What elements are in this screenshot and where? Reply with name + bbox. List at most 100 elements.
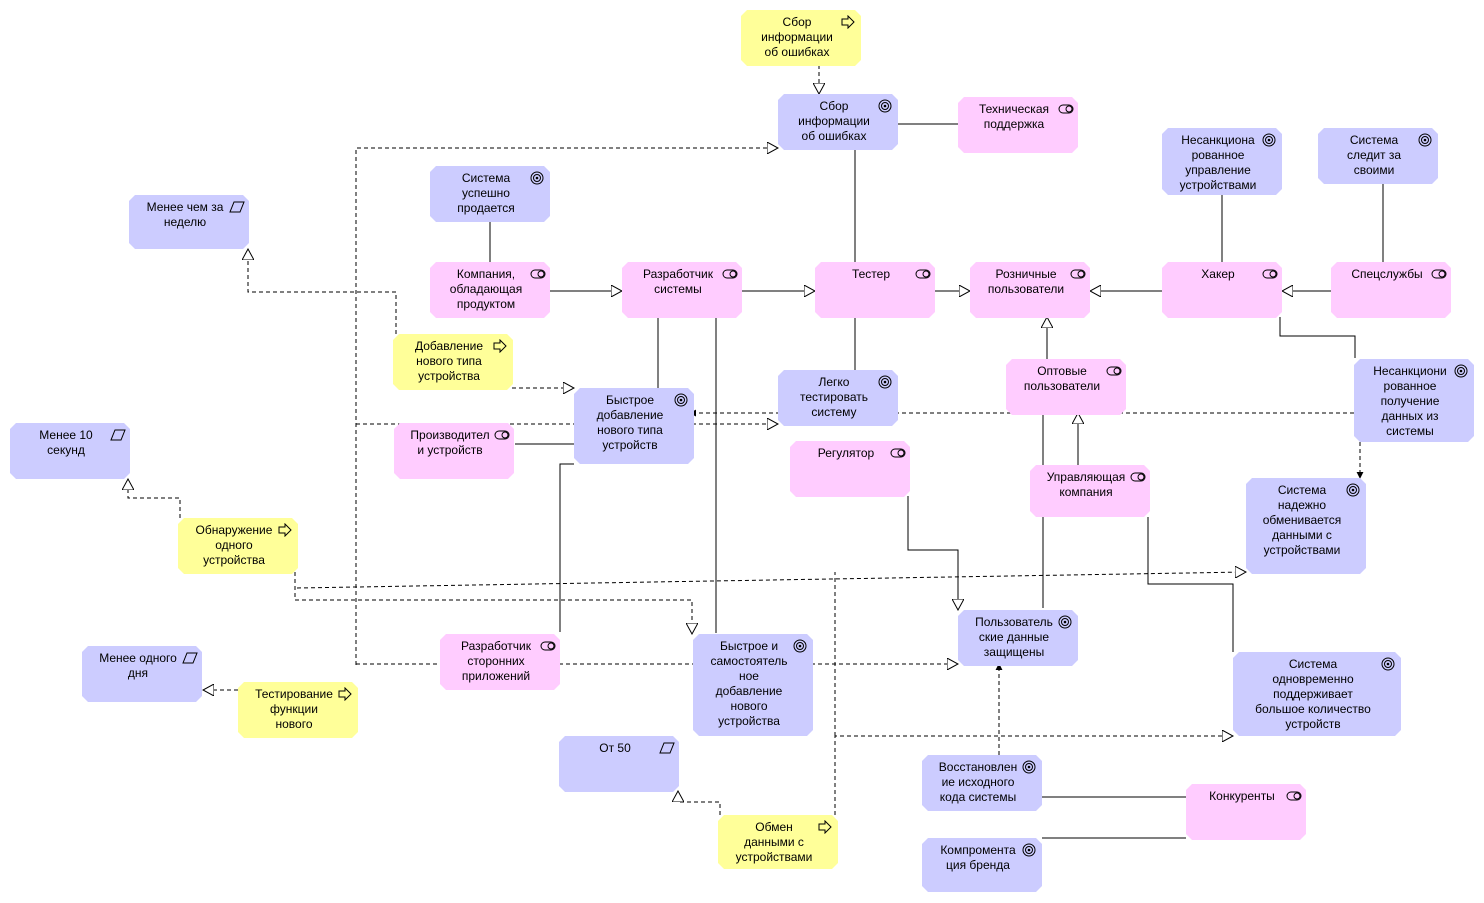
toggle-icon: [1058, 102, 1072, 116]
target-icon: [878, 375, 892, 389]
requirement-collect-errors[interactable]: Сбор информации об ошибках: [741, 10, 861, 66]
toggle-icon: [915, 267, 929, 281]
node-label: Сбор информации об ошибках: [798, 99, 870, 143]
node-label: Несанкциони рованное получение данных из…: [1373, 364, 1447, 438]
target-icon: [1346, 483, 1360, 497]
target-icon: [674, 393, 688, 407]
node-label: Хакер: [1201, 267, 1235, 281]
stakeholder-manufacturers[interactable]: Производител и устройств: [394, 423, 514, 479]
arrow-right-icon: [493, 339, 507, 353]
node-label: Управляющая компания: [1046, 470, 1126, 499]
node-label: Менее чем за неделю: [146, 200, 224, 229]
node-label: Менее одного дня: [99, 651, 177, 680]
target-icon: [530, 171, 544, 185]
stakeholder-developer[interactable]: Разработчик системы: [622, 262, 742, 318]
dash-addreq-week: [248, 249, 397, 334]
stakeholder-company[interactable]: Компания, обладающая продуктом: [430, 262, 550, 318]
toggle-icon: [1262, 267, 1276, 281]
stakeholder-managing-company[interactable]: Управляющая компания: [1030, 465, 1150, 517]
toggle-icon: [1130, 470, 1144, 484]
toggle-icon: [1286, 789, 1300, 803]
node-label: Тестирование функции нового: [255, 687, 333, 731]
node-label: Разработчик системы: [643, 267, 713, 296]
target-icon: [1022, 760, 1036, 774]
goal-reliable-exchange[interactable]: Система надежно обменивается данными с у…: [1246, 478, 1366, 574]
goal-system-sells[interactable]: Система успешно продается: [430, 166, 550, 222]
stakeholder-retail-users[interactable]: Розничные пользователи: [970, 262, 1090, 318]
toggle-icon: [540, 639, 554, 653]
target-icon: [1058, 615, 1072, 629]
link-regulator-userdata: [907, 496, 958, 610]
goal-many-devices[interactable]: Система одновременно поддерживает большо…: [1233, 652, 1401, 736]
target-icon: [1022, 843, 1036, 857]
link-quick-third: [559, 463, 574, 632]
toggle-icon: [1431, 267, 1445, 281]
node-label: Спецслужбы: [1351, 267, 1423, 281]
node-label: Оптовые пользователи: [1023, 364, 1101, 393]
node-label: Производител и устройств: [410, 428, 490, 457]
requirement-exchange-data[interactable]: Обмен данными с устройствами: [718, 815, 838, 869]
stakeholder-wholesale[interactable]: Оптовые пользователи: [1006, 359, 1126, 415]
target-icon: [878, 99, 892, 113]
goal-collect-errors[interactable]: Сбор информации об ошибках: [778, 94, 898, 150]
constraint-less-10s[interactable]: Менее 10 секунд: [10, 423, 130, 479]
node-label: Система надежно обменивается данными с у…: [1262, 483, 1342, 557]
requirement-detect-device[interactable]: Обнаружение одного устройства: [178, 518, 298, 574]
arrow-right-icon: [278, 523, 292, 537]
stakeholder-tester[interactable]: Тестер: [815, 262, 935, 318]
parallelogram-icon: [659, 741, 673, 755]
arrow-right-icon: [818, 820, 832, 834]
node-label: Регулятор: [817, 446, 875, 460]
target-icon: [793, 639, 807, 653]
target-icon: [1381, 657, 1395, 671]
dash-detect-reliable: [296, 572, 1246, 589]
stakeholder-specservices[interactable]: Спецслужбы: [1331, 262, 1451, 318]
constraint-less-day[interactable]: Менее одного дня: [82, 646, 202, 702]
toggle-icon: [722, 267, 736, 281]
stakeholder-hacker[interactable]: Хакер: [1162, 262, 1282, 318]
link-hacker-unauthdata: [1279, 317, 1356, 358]
requirement-add-device-type[interactable]: Добавление нового типа устройства: [393, 334, 513, 390]
toggle-icon: [1070, 267, 1084, 281]
goal-quick-add-type[interactable]: Быстрое добавление нового типа устройств: [574, 388, 694, 464]
goal-user-data-protected[interactable]: Пользователь ские данные защищены: [958, 610, 1078, 666]
stakeholder-third-party-dev[interactable]: Разработчик сторонних приложений: [440, 634, 560, 690]
goal-unauth-data[interactable]: Несанкциони рованное получение данных из…: [1354, 359, 1474, 442]
node-label: Пользователь ские данные защищены: [975, 615, 1053, 659]
node-label: Легко тестировать систему: [800, 375, 868, 419]
node-label: Менее 10 секунд: [39, 428, 93, 457]
node-label: Система одновременно поддерживает большо…: [1255, 657, 1371, 731]
node-label: Быстрое и самостоятель ное добавление но…: [710, 639, 788, 728]
goal-quick-independent-add[interactable]: Быстрое и самостоятель ное добавление но…: [693, 634, 813, 736]
constraint-less-week[interactable]: Менее чем за неделю: [129, 195, 249, 249]
node-label: Восстановлен ие исходного кода системы: [938, 760, 1018, 804]
target-icon: [1454, 364, 1468, 378]
dash-detect-less10: [128, 479, 181, 518]
dash-detect-indep: [294, 572, 692, 634]
toggle-icon: [494, 428, 508, 442]
link-managing-many: [1147, 517, 1234, 652]
target-icon: [1262, 133, 1276, 147]
stakeholder-regulator[interactable]: Регулятор: [790, 441, 910, 497]
goal-restore-source[interactable]: Восстановлен ие исходного кода системы: [922, 755, 1042, 811]
goal-unauth-control[interactable]: Несанкциона рованное управление устройст…: [1162, 128, 1282, 195]
node-label: Компромента ция бренда: [940, 843, 1016, 872]
toggle-icon: [530, 267, 544, 281]
node-label: От 50: [599, 741, 631, 755]
constraint-from-50[interactable]: От 50: [559, 736, 679, 792]
stakeholder-tech-support[interactable]: Техническая поддержка: [958, 97, 1078, 153]
stakeholder-competitors[interactable]: Конкуренты: [1186, 784, 1306, 840]
parallelogram-icon: [182, 651, 196, 665]
node-label: Тестер: [851, 267, 891, 281]
requirement-test-function[interactable]: Тестирование функции нового: [238, 682, 358, 738]
parallelogram-icon: [229, 200, 243, 214]
node-label: Компания, обладающая продуктом: [449, 267, 523, 311]
goal-brand-compromise[interactable]: Компромента ция бренда: [922, 838, 1042, 892]
dash-left-collect: [355, 148, 778, 665]
goal-watches-own[interactable]: Система следит за своими: [1318, 128, 1438, 184]
dash-exchange-from50: [678, 791, 721, 815]
goal-easy-test[interactable]: Легко тестировать систему: [778, 370, 898, 426]
node-label: Несанкциона рованное управление устройст…: [1179, 133, 1257, 192]
node-label: Разработчик сторонних приложений: [461, 639, 531, 683]
